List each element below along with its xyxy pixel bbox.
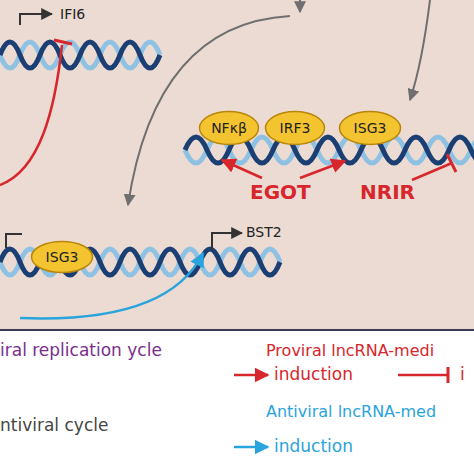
legend-text: i [460, 364, 474, 385]
inhibition-line [412, 163, 452, 180]
oval-shape [200, 112, 259, 145]
protein-oval: NFκβ [198, 110, 260, 146]
pathway-arrow [128, 16, 290, 205]
gene-name: IFI6 [60, 6, 85, 22]
inhibition-line [0, 45, 62, 185]
oval-shape [32, 242, 93, 273]
legend-heading: Antiviral lncRNA-med [266, 402, 436, 421]
background-panel [0, 0, 474, 330]
legend-text: ntiviral cycle [0, 415, 200, 436]
legend-text: induction [274, 436, 384, 457]
protein-oval: ISG3 [338, 110, 402, 146]
legend-heading: Proviral lncRNA-medi [266, 341, 434, 360]
legend-arrow [234, 446, 268, 449]
pathway-arrow [410, 0, 430, 100]
legend-arrow [234, 374, 268, 377]
node-label: NFκβ [211, 120, 247, 136]
oval-shape [266, 112, 325, 145]
node-label: ISG3 [354, 120, 387, 136]
node-label: IRF3 [280, 120, 311, 136]
promoter-arrow [20, 14, 52, 25]
legend-inhibition [398, 374, 448, 377]
legend-text: iral replication ycle [0, 340, 165, 361]
lncrna-name: EGOT [250, 180, 311, 204]
legend-text: induction [274, 364, 384, 385]
pathway-arrow [299, 0, 301, 12]
inhibition-bar [447, 154, 456, 172]
protein-oval: ISG3 [30, 240, 94, 274]
promoter-arrow [212, 233, 242, 250]
legend-inhibition-bar [447, 367, 450, 383]
inhibition-bar [54, 40, 72, 44]
legend-panel [0, 330, 474, 474]
dna-strand [0, 42, 160, 68]
protein-oval: IRF3 [264, 110, 326, 146]
oval-shape [340, 112, 401, 145]
induction-arrow [222, 160, 262, 178]
gene-name: BST2 [246, 224, 282, 240]
dna-strand [0, 42, 160, 68]
induction-arrow [300, 161, 345, 178]
legend-border [0, 329, 474, 331]
node-label: ISG3 [46, 249, 79, 265]
lncrna-name: NRIR [360, 180, 415, 204]
promoter-arrow [6, 234, 22, 248]
